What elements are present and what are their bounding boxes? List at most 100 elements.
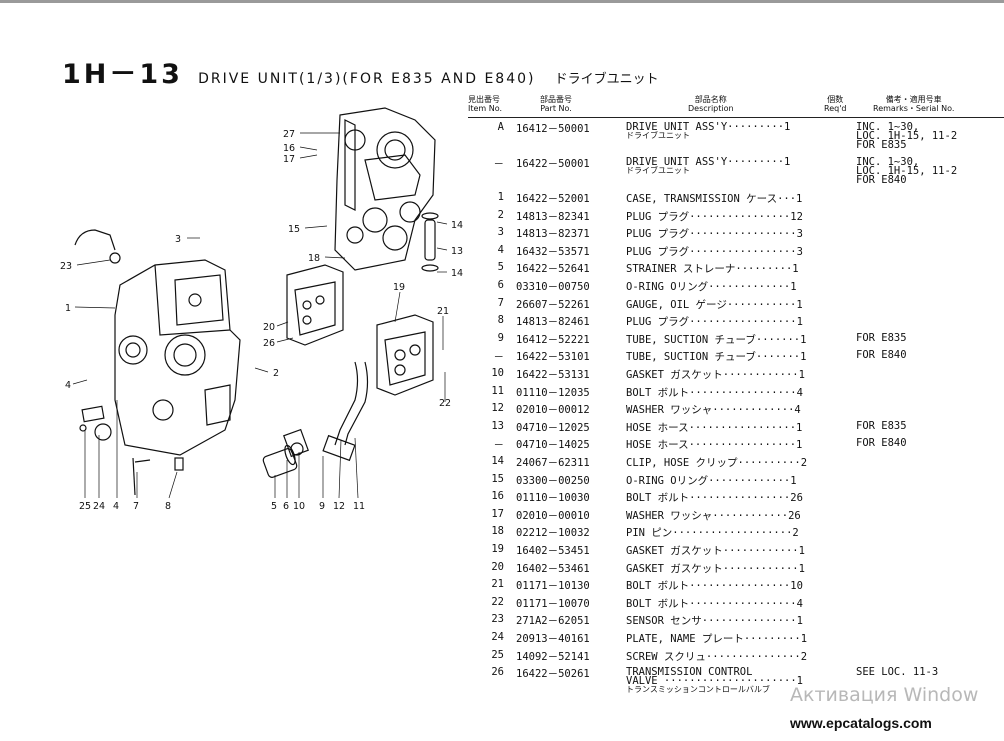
- description: GASKET ガスケット············1: [626, 369, 805, 381]
- part-number: 03300－00250: [516, 474, 590, 487]
- description: TUBE, SUCTION チューブ·······1: [626, 333, 807, 346]
- callout-20: 20: [263, 322, 275, 333]
- page-code: 1H－13: [62, 59, 183, 90]
- part-number: 04710－14025: [516, 439, 590, 452]
- callout-14: 14: [451, 220, 463, 231]
- part-number: 16422－50001: [516, 158, 590, 170]
- header-remarks-en: Remarks・Serial No.: [873, 104, 955, 113]
- description: PLATE, NAME プレート·········1: [626, 633, 808, 645]
- header-item: 見出番号 Item No.: [468, 95, 502, 113]
- table-header: 見出番号 Item No. 部品番号 Part No. 部品名称 Descrip…: [468, 93, 1004, 115]
- description: PIN ピン···················2: [626, 527, 799, 540]
- part-number: 02212－10032: [516, 527, 590, 540]
- description: GASKET ガスケット············1: [626, 545, 805, 557]
- description: TRANSMISSION CONTROL: [626, 666, 753, 679]
- description: O-RING Oリング·············1: [626, 281, 797, 293]
- description-line-2: VALVE ·····················1: [626, 675, 804, 688]
- description: GAUGE, OIL ゲージ···········1: [626, 298, 803, 311]
- item-number: 14: [491, 455, 504, 467]
- part-number: 01110－10030: [516, 492, 590, 505]
- item-number: 9: [497, 331, 504, 344]
- callout-27: 27: [283, 129, 295, 140]
- header-part: 部品番号 Part No.: [540, 95, 572, 113]
- item-number: 22: [491, 595, 504, 608]
- item-number: 18: [491, 525, 504, 538]
- description: PLUG プラグ················12: [626, 210, 803, 223]
- header-qty: 個数 Req'd: [824, 95, 846, 113]
- description: BOLT ボルト·················4: [626, 597, 803, 610]
- description: CASE, TRANSMISSION ケース···1: [626, 193, 803, 205]
- part-number: 02010－00010: [516, 509, 590, 522]
- callout-8: 8: [165, 501, 171, 512]
- item-number: －: [493, 351, 505, 364]
- callout-21: 21: [437, 306, 449, 317]
- site-url: www.epcatalogs.com: [790, 715, 932, 731]
- description: GASKET ガスケット············1: [626, 562, 805, 575]
- part-number: 14813－82461: [516, 316, 590, 329]
- description: BOLT ボルト················26: [626, 492, 803, 505]
- remarks-line-2: LOC. 1H-15, 11-2: [856, 130, 958, 142]
- description: STRAINER ストレーナ·········1: [626, 263, 799, 276]
- header-desc-en: Description: [688, 104, 734, 113]
- description: BOLT ボルト·················4: [626, 386, 803, 399]
- header-remarks-jp: 備考・適用号車: [885, 95, 942, 104]
- remarks: INC. 1~30,: [856, 121, 920, 133]
- callout-13: 13: [451, 246, 463, 257]
- part-number: 02010－00012: [516, 404, 590, 417]
- remarks: FOR E835: [856, 331, 907, 344]
- part-number: 271A2－62051: [516, 615, 590, 628]
- callout-5: 5: [271, 501, 277, 512]
- callout-19: 19: [393, 282, 405, 293]
- header-desc-jp: 部品名称: [694, 95, 727, 104]
- item-number: 3: [497, 226, 504, 239]
- remarks-line-3: FOR E835: [856, 139, 907, 151]
- header-qty-jp: 個数: [827, 95, 844, 104]
- page-title: 1H－13 DRIVE UNIT(1/3)(FOR E835 AND E840)…: [62, 52, 659, 91]
- remarks-line-3: FOR E840: [856, 174, 907, 186]
- callout-3: 3: [175, 234, 181, 245]
- callout-23: 23: [60, 261, 72, 272]
- callout-11: 11: [353, 501, 365, 512]
- part-number: 01110－12035: [516, 386, 590, 399]
- description: DRIVE UNIT ASS'Y·········1: [626, 156, 791, 168]
- description: TUBE, SUCTION チューブ·······1: [626, 351, 807, 364]
- callout-7: 7: [133, 501, 139, 512]
- header-qty-en: Req'd: [824, 104, 847, 113]
- header-part-jp: 部品番号: [540, 95, 572, 104]
- section-title-jp: ドライブユニット: [554, 72, 659, 87]
- description: SCREW スクリュ···············2: [626, 650, 808, 663]
- part-number: 16402－53451: [516, 545, 590, 557]
- description-line-3: トランスミッションコントロールバルブ: [626, 685, 770, 695]
- item-number: 1: [497, 191, 504, 203]
- remarks: FOR E835: [856, 419, 907, 432]
- item-number: 6: [497, 279, 504, 291]
- item-number: 26: [491, 666, 504, 679]
- item-number: 16: [491, 490, 504, 503]
- description: HOSE ホース·················1: [626, 421, 803, 434]
- part-number: 16422－53101: [516, 351, 590, 364]
- item-number: 10: [491, 367, 504, 379]
- part-number: 14813－82371: [516, 228, 590, 241]
- item-number: 21: [491, 578, 504, 591]
- description: O-RING Oリング·············1: [626, 474, 797, 487]
- description-line-2: ドライブユニット: [626, 131, 690, 140]
- activation-watermark: Активация Window: [790, 684, 979, 706]
- remarks: FOR E840: [856, 349, 907, 362]
- header-remarks: 備考・適用号車 Remarks・Serial No.: [873, 95, 954, 113]
- part-number: 16412－52221: [516, 333, 590, 346]
- item-number: A: [497, 121, 504, 133]
- description: WASHER ワッシャ············26: [626, 509, 801, 522]
- part-number: 14813－82341: [516, 210, 590, 223]
- item-number: 7: [497, 296, 504, 309]
- description: SENSOR センサ···············1: [626, 615, 803, 628]
- part-number: 16422－53131: [516, 369, 590, 381]
- header-item-jp: 見出番号: [468, 95, 500, 104]
- part-number: 04710－12025: [516, 421, 590, 434]
- callout-2: 2: [273, 368, 279, 379]
- callout-14b: 14: [451, 268, 463, 279]
- callout-10: 10: [293, 501, 305, 512]
- callout-4b: 4: [113, 501, 119, 512]
- description: BOLT ボルト················10: [626, 580, 803, 593]
- item-number: 11: [491, 384, 504, 397]
- description: HOSE ホース·················1: [626, 439, 803, 452]
